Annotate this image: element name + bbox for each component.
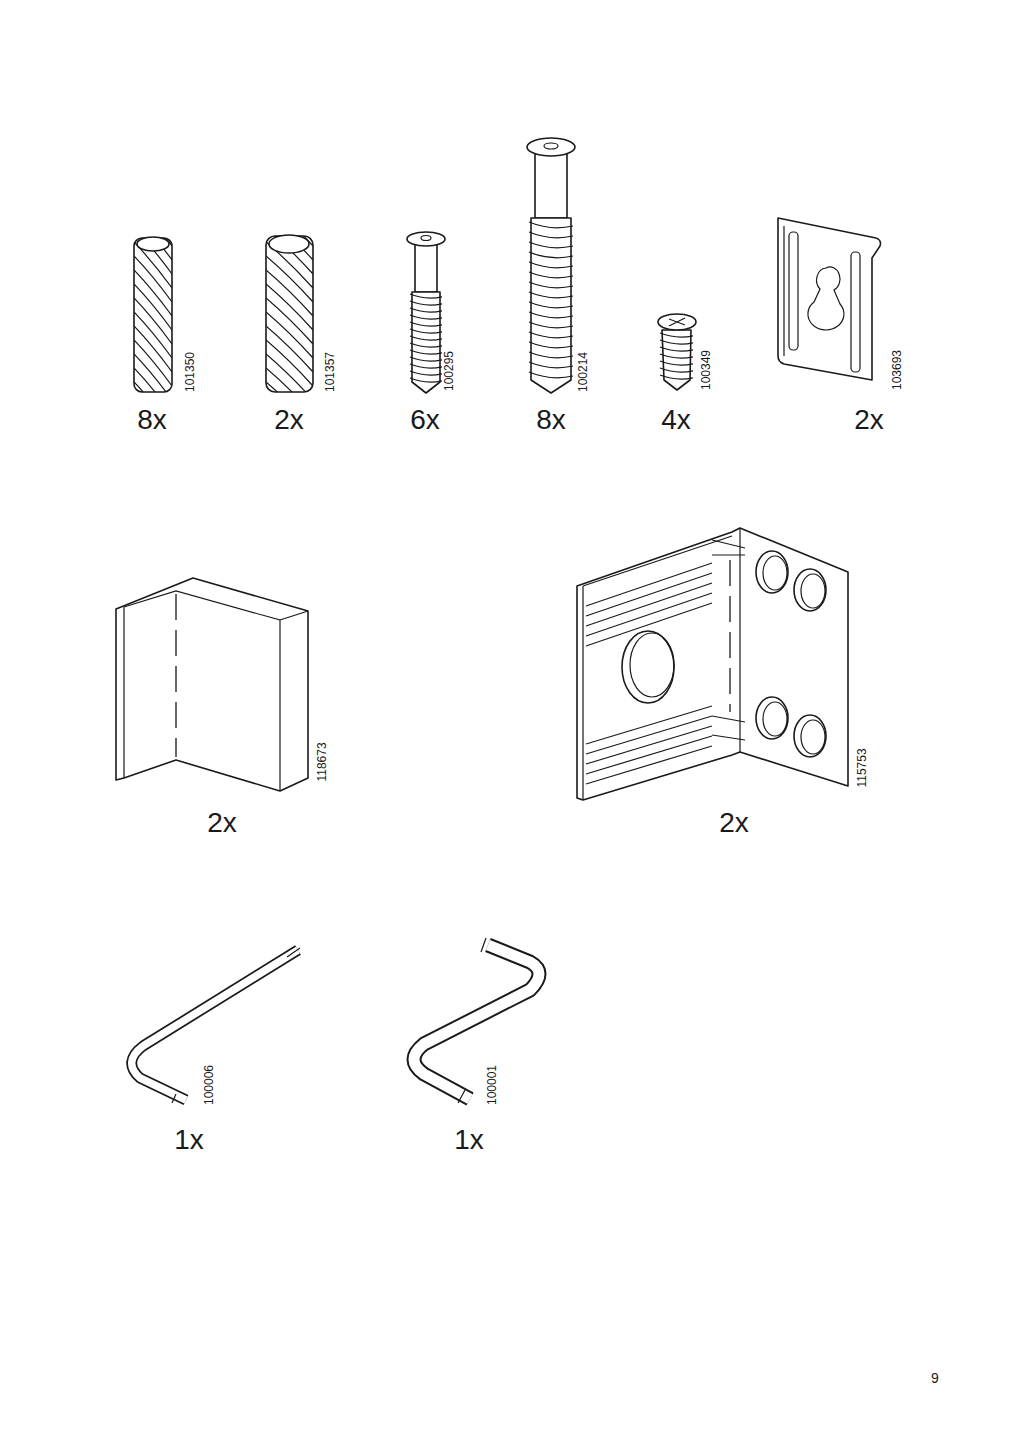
part-number: 101350	[184, 352, 196, 392]
screw-long	[527, 138, 575, 393]
hex-key-small	[132, 948, 300, 1103]
quantity: 6x	[410, 406, 440, 434]
angle-bracket	[577, 528, 848, 800]
page-number: 9	[931, 1371, 939, 1385]
part-number: 100001	[486, 1065, 498, 1105]
quantity: 1x	[174, 1126, 204, 1154]
screw-short	[407, 232, 445, 393]
screw-small	[658, 314, 696, 390]
quantity: 2x	[719, 809, 749, 837]
quantity: 8x	[536, 406, 566, 434]
part-number: 101357	[324, 352, 336, 392]
part-number: 100295	[443, 351, 455, 391]
part-number: 118673	[316, 742, 328, 781]
dowel-small	[134, 200, 172, 428]
quantity: 2x	[274, 406, 304, 434]
quantity: 2x	[854, 406, 884, 434]
part-number: 100006	[203, 1065, 215, 1105]
hex-key-large	[414, 938, 539, 1103]
quantity: 1x	[454, 1126, 484, 1154]
quantity: 2x	[207, 809, 237, 837]
part-number: 100349	[700, 350, 712, 390]
quantity: 4x	[661, 406, 691, 434]
quantity: 8x	[137, 406, 167, 434]
corner-piece	[116, 578, 308, 791]
part-number: 103693	[891, 350, 903, 390]
dowel-large	[266, 200, 313, 428]
part-number: 115753	[856, 748, 868, 787]
part-number: 100214	[577, 352, 589, 392]
wall-plate	[778, 218, 881, 380]
